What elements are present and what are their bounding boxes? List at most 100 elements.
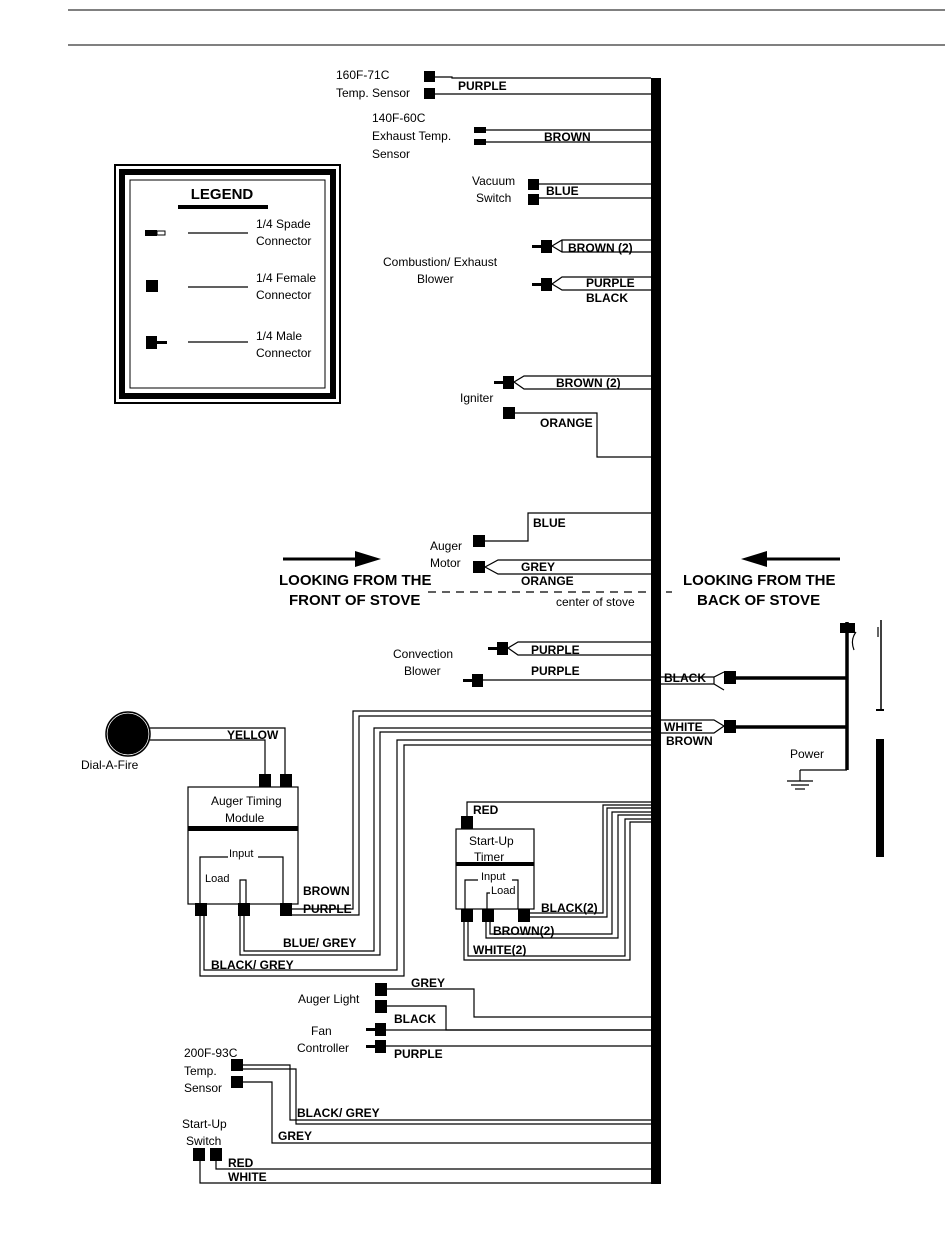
power-label: Power: [790, 747, 824, 761]
female-connector-icon: [280, 774, 292, 787]
auger-motor-label-2: Motor: [430, 556, 461, 570]
front-view-annotation: LOOKING FROM THE FRONT OF STOVE: [279, 551, 432, 609]
wire-label-brown-2: BROWN (2): [556, 376, 621, 390]
female-connector-icon: [424, 71, 435, 82]
module-label-2: Module: [225, 811, 265, 825]
female-connector-icon: [231, 1076, 243, 1088]
arrow-right-icon: [355, 551, 381, 567]
female-connector-icon: [518, 909, 530, 922]
wire-label-purple: PURPLE: [531, 664, 580, 678]
vacuum-switch: Vacuum Switch BLUE: [472, 174, 651, 205]
exhaust-sensor-label-3: Sensor: [372, 147, 410, 161]
wire-label-black: BLACK: [394, 1012, 436, 1026]
male-connector-icon: [541, 240, 552, 253]
wire-label-purple: PURPLE: [586, 276, 635, 290]
female-connector-icon: [482, 909, 494, 922]
legend-male-connector-icon: [146, 336, 167, 349]
exhaust-temp-sensor: 140F-60C Exhaust Temp. Sensor BROWN: [372, 111, 651, 161]
female-connector-icon: [461, 816, 473, 829]
legend-male-label-2: Connector: [256, 346, 311, 360]
timer-load-label: Load: [491, 885, 515, 897]
power-plug-icon: [840, 620, 884, 857]
exhaust-sensor-label-1: 140F-60C: [372, 111, 426, 125]
back-label-1: LOOKING FROM THE: [683, 572, 836, 589]
wire-label-white: WHITE: [228, 1170, 267, 1184]
module-input-label: Input: [229, 848, 253, 860]
legend-female-connector-icon: [146, 280, 158, 292]
back-label-2: BACK OF STOVE: [697, 592, 820, 609]
temp-sensor-200: 200F-93C Temp. Sensor BLACK/ GREY GREY: [184, 1046, 651, 1144]
legend-spade-connector-icon: [145, 230, 166, 236]
female-connector-icon: [503, 407, 515, 419]
female-connector-icon: [375, 983, 387, 996]
temp-sensor-200-label-1: 200F-93C: [184, 1046, 238, 1060]
wire-label-orange: ORANGE: [540, 416, 593, 430]
dial-a-fire: Dial-A-Fire YELLOW: [81, 711, 286, 775]
female-connector-icon: [724, 720, 736, 733]
fan-controller-label-2: Controller: [297, 1041, 349, 1055]
spade-connector-icon: [474, 139, 486, 145]
igniter: Igniter BROWN (2) ORANGE: [460, 375, 651, 458]
wire-label-orange: ORANGE: [521, 574, 574, 588]
female-connector-icon: [375, 1000, 387, 1013]
front-label-2: FRONT OF STOVE: [289, 592, 420, 609]
female-connector-icon: [461, 909, 473, 922]
male-connector-icon: [497, 642, 508, 655]
female-connector-icon: [528, 179, 539, 190]
legend-spade-label-2: Connector: [256, 234, 311, 248]
igniter-label: Igniter: [460, 391, 493, 405]
fan-controller-label-1: Fan: [311, 1024, 332, 1038]
wire-label-grey: GREY: [411, 976, 445, 990]
legend-title: LEGEND: [191, 186, 254, 203]
female-connector-icon: [473, 561, 485, 573]
auger-light-label: Auger Light: [298, 992, 360, 1006]
convection-label-2: Blower: [404, 664, 441, 678]
female-connector-icon: [210, 1148, 222, 1161]
female-connector-icon: [280, 903, 292, 916]
auger-timing-module: Auger Timing Module Input Load BROWN PUR…: [187, 710, 651, 977]
convection-label-1: Convection: [393, 647, 453, 661]
legend-spade-label-1: 1/4 Spade: [256, 217, 311, 231]
exhaust-sensor-label-2: Exhaust Temp.: [372, 129, 451, 143]
female-connector-icon: [724, 671, 736, 684]
female-connector-icon: [231, 1059, 243, 1071]
wire-label-blue: BLUE: [546, 184, 579, 198]
timer-input-label: Input: [481, 871, 505, 883]
wire-label-brown: BROWN: [303, 884, 350, 898]
wire-label-grey: GREY: [521, 560, 555, 574]
timer-label-2: Timer: [474, 850, 504, 864]
wire-label-black-2: BLACK(2): [541, 901, 598, 915]
legend-title-bar: [178, 205, 268, 209]
combustion-label-1: Combustion/ Exhaust: [383, 255, 498, 269]
temp-sensor-200-label-2: Temp.: [184, 1064, 217, 1078]
wire-label-yellow: YELLOW: [227, 728, 279, 742]
combustion-blower: Combustion/ Exhaust Blower BROWN (2) PUR…: [383, 239, 651, 305]
wire-label-red: RED: [228, 1156, 254, 1170]
back-view-annotation: LOOKING FROM THE BACK OF STOVE: [683, 551, 840, 609]
temp-sensor-160-label-2: Temp. Sensor: [336, 86, 410, 100]
female-connector-icon: [195, 903, 207, 916]
vacuum-label-2: Switch: [476, 191, 511, 205]
arrow-left-icon: [741, 551, 767, 567]
auger-motor-label-1: Auger: [430, 539, 462, 553]
wire-label-black: BLACK: [664, 671, 706, 685]
temp-sensor-160-label-1: 160F-71C: [336, 68, 390, 82]
center-of-stove-label: center of stove: [556, 595, 635, 609]
female-connector-icon: [193, 1148, 205, 1161]
temp-sensor-200-label-3: Sensor: [184, 1081, 222, 1095]
legend-male-label-1: 1/4 Male: [256, 329, 302, 343]
vacuum-label-1: Vacuum: [472, 174, 515, 188]
temp-sensor-160: 160F-71C Temp. Sensor PURPLE: [336, 68, 651, 100]
wire-label-blue: BLUE: [533, 516, 566, 530]
legend-female-label-1: 1/4 Female: [256, 271, 316, 285]
wire-label-purple: PURPLE: [458, 79, 507, 93]
timer-label-1: Start-Up: [469, 834, 514, 848]
male-connector-icon: [541, 278, 552, 291]
female-connector-icon: [259, 774, 271, 787]
wire-label-white-2: WHITE(2): [473, 943, 526, 957]
dial-a-fire-label: Dial-A-Fire: [81, 758, 139, 772]
wire-label-brown: BROWN: [666, 734, 713, 748]
female-connector-icon: [238, 903, 250, 916]
auger-light: Auger Light GREY BLACK: [298, 976, 651, 1031]
